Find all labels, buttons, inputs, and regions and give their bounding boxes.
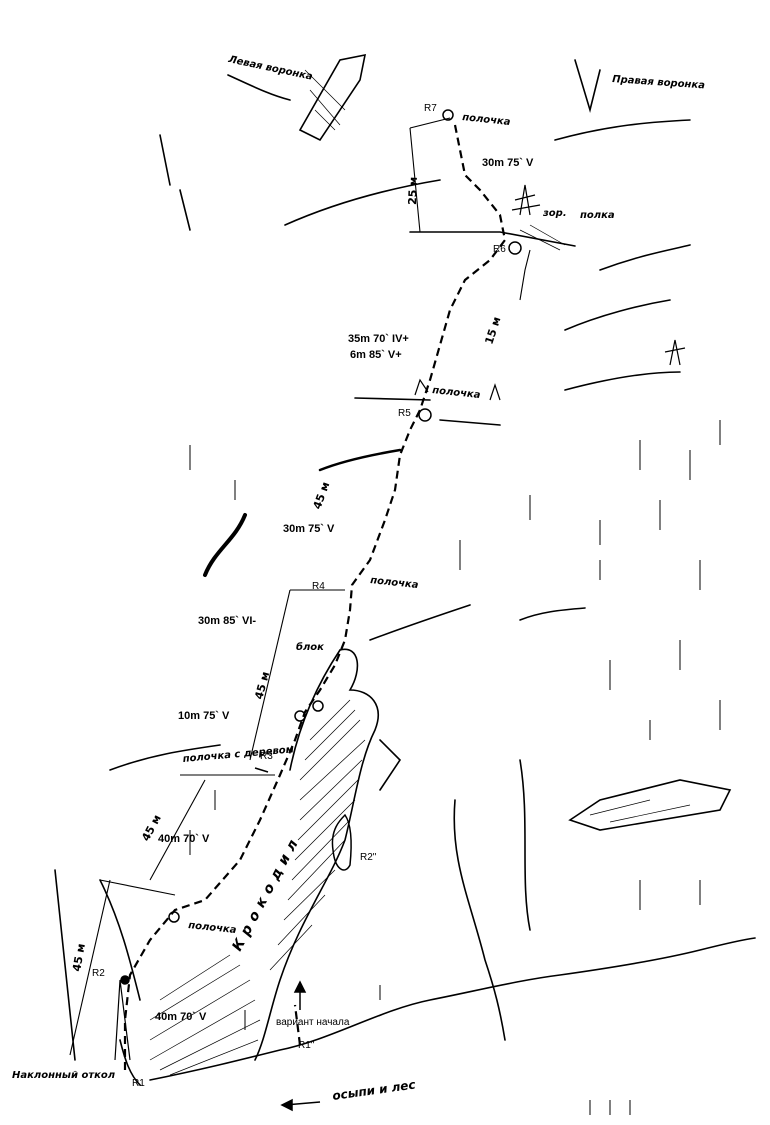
pitch-grade-3: 10m 75` V: [178, 710, 230, 722]
label-sloping-ledge: Наклонный откол: [12, 1070, 116, 1081]
anchor-label-r7: R7: [424, 103, 437, 114]
label-ledge-low: полочка: [188, 920, 238, 936]
label-shelf: полка: [580, 210, 615, 221]
anchor-label-r6: R6: [493, 244, 506, 255]
distance-label-1: 45 м: [70, 943, 88, 973]
rock-outlines: [54, 53, 756, 1086]
anchor-label-r1: R1: [132, 1078, 145, 1089]
distance-label-6: 15 м: [482, 315, 503, 346]
anchor-markers: [120, 109, 522, 985]
label-ledge-r4: полочка: [370, 575, 420, 591]
pitch-grade-1: 40m 70` V: [155, 1011, 207, 1023]
pitch-grade-5: 30m 75` V: [283, 523, 335, 535]
pitch-grade-2: 40m 70` V: [158, 833, 210, 845]
label-start-variant: вариант начала: [276, 1017, 350, 1028]
direction-arrows: [254, 767, 321, 1112]
pitch-grade-6: 35m 70` IV+: [348, 333, 409, 345]
anchor-label-r2-alt: R2": [360, 852, 377, 863]
label-crocodile: Крокодил: [229, 832, 304, 954]
distance-label-5: 25 м: [406, 177, 420, 206]
pitch-grade-8: 30m 75` V: [482, 157, 534, 169]
distance-label-3: 45 м: [252, 670, 272, 701]
tree-icons: [114, 184, 686, 1061]
anchor-label-r3: R3: [260, 751, 273, 762]
crack-marks: [189, 420, 721, 1115]
anchor-label-r4: R4: [312, 581, 325, 592]
pitch-grade-7: 6m 85` V+: [350, 349, 402, 361]
climbing-route: [123, 124, 507, 1070]
label-left-gully: Левая воронка: [226, 54, 313, 83]
label-tree-note: зор.: [542, 208, 567, 219]
anchor-label-r5: R5: [398, 408, 411, 419]
label-ledge-top: полочка: [462, 112, 512, 128]
label-right-gully: Правая воронка: [612, 74, 706, 91]
rock-hatching: [149, 69, 691, 1076]
anchor-label-r1-alt: R1": [298, 1040, 315, 1051]
label-ledge-r5: полочка: [432, 385, 482, 401]
dimension-lines: [69, 117, 531, 1056]
label-scree-forest: осыпи и лес: [331, 1077, 416, 1103]
label-block: блок: [296, 641, 324, 653]
distance-label-4: 45 м: [311, 480, 333, 511]
pitch-grade-4: 30m 85` VI-: [198, 615, 256, 627]
anchor-label-r2: R2: [92, 968, 105, 979]
